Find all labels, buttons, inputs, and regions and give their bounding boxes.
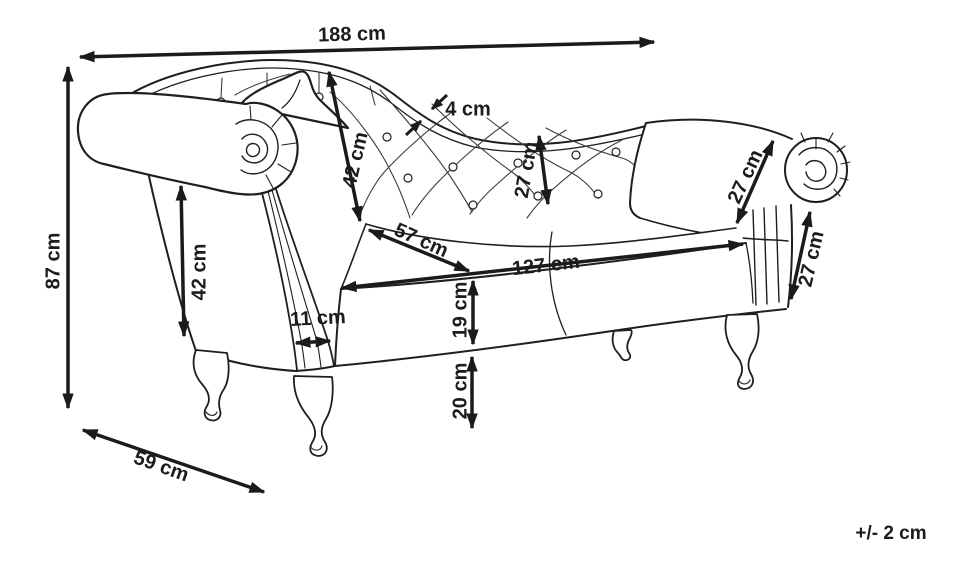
tufting-pattern bbox=[220, 71, 645, 219]
leg-front-right bbox=[724, 313, 760, 390]
dim-line-arm-top bbox=[735, 141, 775, 223]
dim-label-trim: 4 cm bbox=[445, 98, 491, 121]
dim-label-arm-rail-width: 11 cm bbox=[289, 306, 347, 331]
dim-line-arm-rail-width bbox=[296, 341, 330, 343]
legs bbox=[192, 313, 760, 457]
dim-line-depth bbox=[83, 428, 264, 494]
dimension-arrows bbox=[68, 42, 810, 494]
dim-line-arm-height bbox=[181, 186, 184, 336]
dim-line-backrest bbox=[539, 136, 548, 204]
dim-label-cushion-height: 19 cm bbox=[449, 281, 472, 339]
dim-line-back-diagonal bbox=[329, 72, 360, 221]
dim-arrow-trim-upper bbox=[432, 93, 449, 111]
dim-line-overall-width bbox=[80, 42, 654, 57]
tolerance-note: +/- 2 cm bbox=[855, 523, 927, 544]
dim-line-seat-length bbox=[342, 244, 743, 288]
dim-label-leg-height: 20 cm bbox=[449, 362, 472, 420]
leg-front-left bbox=[192, 349, 230, 422]
dim-label-overall-width: 188 cm bbox=[317, 22, 387, 47]
leg-front-center bbox=[293, 375, 334, 457]
dim-arrow-trim-lower bbox=[404, 119, 421, 137]
left-arm bbox=[76, 91, 335, 371]
leg-back-center bbox=[611, 329, 633, 362]
dim-label-arm-height: 42 cm bbox=[188, 243, 211, 301]
dim-label-overall-height: 87 cm bbox=[42, 232, 65, 290]
base-frame bbox=[147, 171, 787, 372]
dim-line-arm-front bbox=[791, 212, 810, 299]
